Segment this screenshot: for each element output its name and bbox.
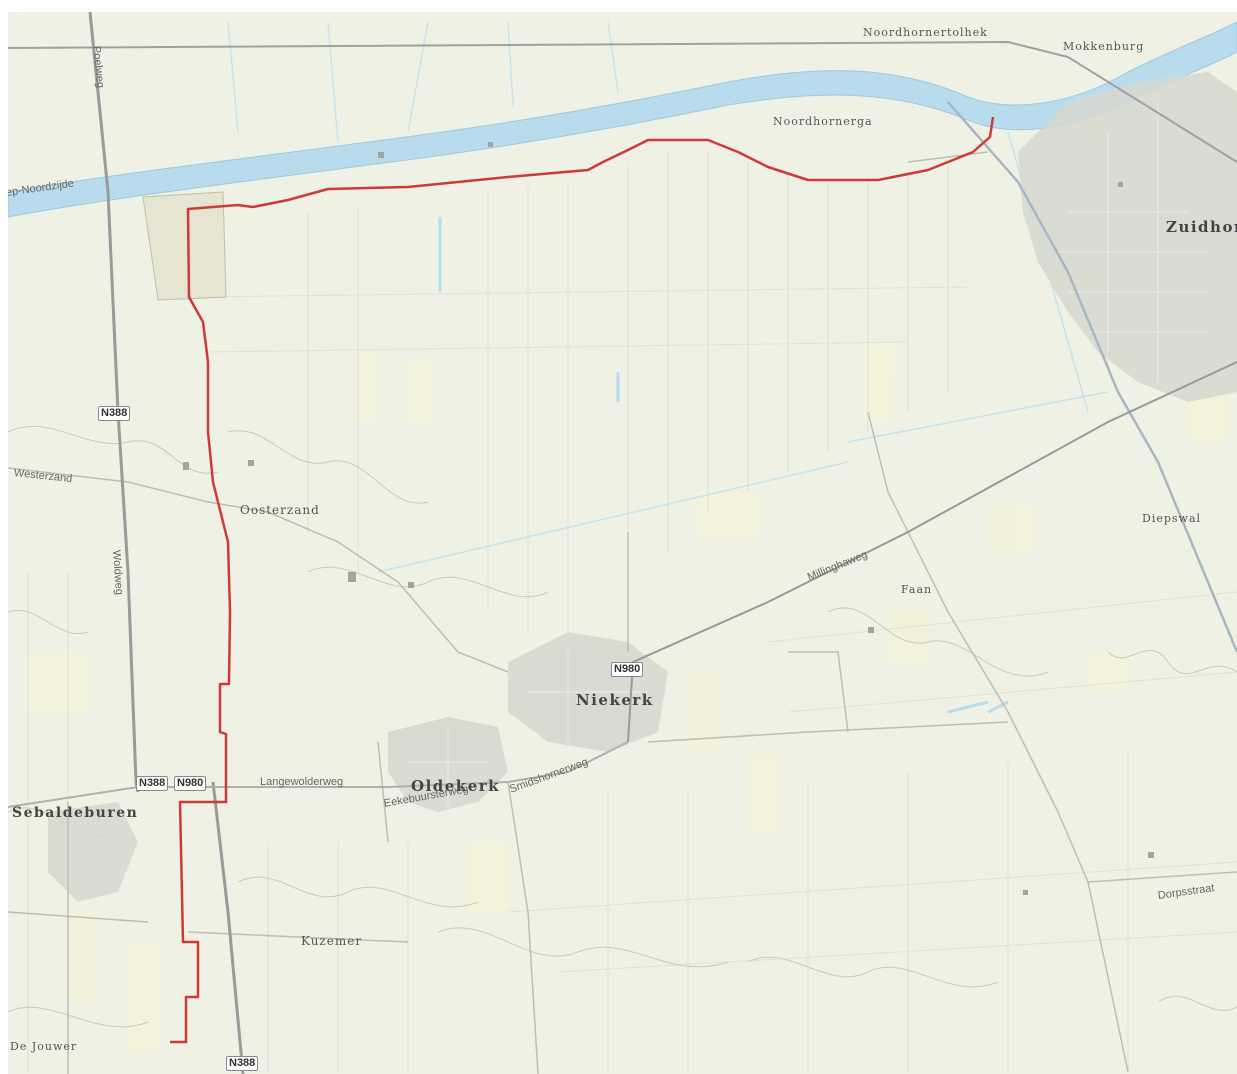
building-dots	[183, 142, 1154, 895]
field-patch	[408, 362, 430, 422]
railways	[8, 40, 1237, 653]
place-noordhornerga: Noordhornerga	[773, 115, 873, 128]
field-patch	[358, 352, 374, 422]
map-canvas	[8, 12, 1237, 1074]
ditches	[438, 217, 1009, 714]
place-diepswal: Diepswal	[1142, 512, 1202, 525]
field-patch	[698, 492, 758, 537]
map-view[interactable]: Noordhornertolhek Mokkenburg Noordhorner…	[8, 12, 1237, 1074]
place-noordhornertolhek: Noordhornertolhek	[863, 26, 988, 39]
field-patch	[468, 842, 508, 912]
place-zuidhorn: Zuidhor	[1166, 218, 1237, 236]
place-sebaldeburen: Sebaldeburen	[12, 805, 139, 821]
contour-lines	[8, 425, 1237, 1028]
place-mokkenburg: Mokkenburg	[1063, 40, 1145, 53]
route-line	[170, 116, 995, 1044]
field-patch	[68, 912, 98, 1002]
built-up-campground	[142, 191, 227, 301]
field-patch	[128, 942, 158, 1052]
canal	[8, 21, 1237, 218]
built-up-zuidhorn	[1018, 72, 1237, 402]
field-patch	[1088, 652, 1128, 692]
field-patch	[888, 612, 928, 662]
place-niekerk: Niekerk	[576, 691, 654, 709]
place-kuzemer: Kuzemer	[301, 934, 363, 948]
field-patch	[688, 672, 718, 752]
place-de-jouwer: De Jouwer	[10, 1040, 78, 1053]
shield-n388-south: N388	[226, 1056, 259, 1071]
field-patch	[748, 752, 778, 832]
place-oldekerk: Oldekerk	[411, 777, 501, 795]
built-up-sebaldeburen	[48, 802, 138, 902]
field-patch	[28, 652, 88, 712]
field-patches	[28, 342, 1228, 1052]
shield-n388-north: N388	[98, 406, 131, 421]
shield-n980-niekerk: N980	[611, 662, 644, 677]
road-label-langewolderweg: Langewolderweg	[260, 776, 344, 788]
field-patch	[868, 342, 893, 422]
field-patch	[988, 507, 1033, 552]
shield-n980-junction: N980	[174, 776, 207, 791]
place-faan: Faan	[901, 583, 933, 596]
secondary-roads	[8, 151, 1237, 1074]
railway-diagonal	[947, 101, 1237, 653]
shield-n388-junction: N388	[136, 776, 169, 791]
town-streets	[408, 102, 1208, 807]
railway-north	[8, 40, 1237, 163]
place-oosterzand: Oosterzand	[240, 503, 320, 517]
road-n388-south	[211, 781, 245, 1074]
